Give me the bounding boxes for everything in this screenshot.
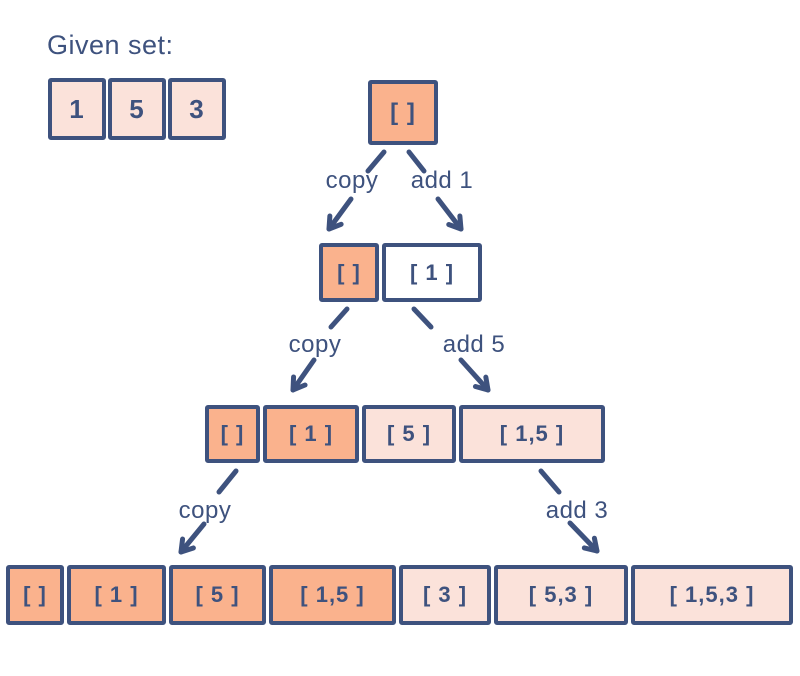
arrow-add-1-head bbox=[435, 196, 464, 232]
edge-label-copy-3: copy bbox=[178, 497, 232, 524]
arrow-add-3-upper bbox=[538, 468, 562, 495]
tree-level-2: [ ] [ 1 ] [ 5 ] [ 1,5 ] bbox=[205, 405, 605, 463]
arrow-add-5-upper bbox=[411, 306, 434, 330]
subset-cell: [ 5 ] bbox=[362, 405, 456, 463]
edge-label-add-5: add 5 bbox=[442, 331, 506, 358]
edge-label-add-1: add 1 bbox=[410, 167, 474, 194]
edge-label-copy-2: copy bbox=[288, 331, 342, 358]
given-set-row: 1 5 3 bbox=[48, 78, 226, 140]
subset-cell: [ ] bbox=[6, 565, 64, 625]
subset-cell: [ 1,5 ] bbox=[269, 565, 396, 625]
tree-level-3: [ ] [ 1 ] [ 5 ] [ 1,5 ] [ 3 ] [ 5,3 ] [ … bbox=[6, 565, 793, 625]
given-set-title: Given set: bbox=[47, 30, 174, 60]
subset-cell: [ ] bbox=[368, 80, 438, 145]
arrow-add-3-head bbox=[567, 520, 600, 554]
edge-label-add-3: add 3 bbox=[545, 497, 609, 524]
arrow-copy-3-upper bbox=[216, 468, 239, 495]
subset-cell: [ 1 ] bbox=[263, 405, 359, 463]
arrow-copy-2-head bbox=[290, 357, 317, 393]
subset-cell: [ 1 ] bbox=[67, 565, 166, 625]
subset-cell: [ ] bbox=[205, 405, 260, 463]
arrow-add-5-head bbox=[458, 357, 491, 393]
subset-cell: [ 5,3 ] bbox=[494, 565, 628, 625]
subset-cell: [ 3 ] bbox=[399, 565, 491, 625]
arrow-copy-3-head bbox=[178, 521, 207, 555]
tree-level-0: [ ] bbox=[368, 80, 438, 145]
arrow-copy-1-head bbox=[326, 196, 354, 232]
given-set-box: 5 bbox=[108, 78, 166, 140]
subset-cell: [ ] bbox=[319, 243, 379, 302]
given-set-box: 1 bbox=[48, 78, 106, 140]
subset-cell: [ 1,5 ] bbox=[459, 405, 605, 463]
given-set-box: 3 bbox=[168, 78, 226, 140]
subset-cell: [ 1,5,3 ] bbox=[631, 565, 793, 625]
tree-level-1: [ ] [ 1 ] bbox=[319, 243, 482, 302]
edge-label-copy-1: copy bbox=[325, 167, 379, 194]
arrow-copy-2-upper bbox=[328, 306, 350, 330]
subset-cell: [ 5 ] bbox=[169, 565, 266, 625]
subset-cell: [ 1 ] bbox=[382, 243, 482, 302]
